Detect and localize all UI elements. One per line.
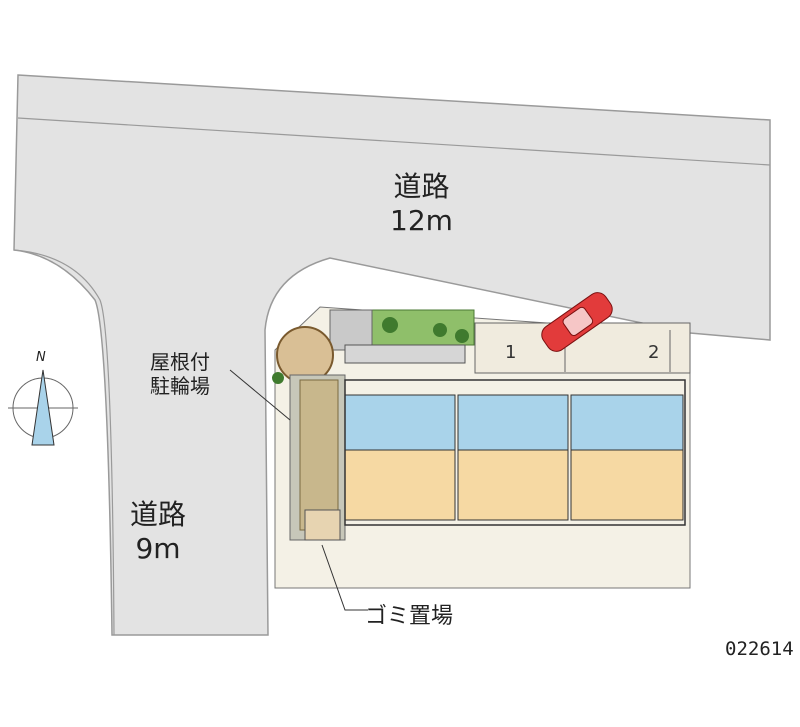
unit-1 [344,394,456,521]
green-strip [299,379,339,531]
main-road-label: 道路 12m [390,170,453,238]
parking-space-1: 1 [505,342,517,363]
bicycle-parking-line1: 屋根付 [150,350,210,374]
bicycle-parking-line2: 駐輪場 [150,374,210,398]
unit-2 [457,394,569,521]
leader-line [229,369,291,421]
shrub [382,317,398,333]
stairs [344,344,466,364]
shrub [272,372,284,384]
property-code: 022614 [725,638,794,660]
road-centerline [17,117,771,166]
building-outline [344,379,686,526]
road-edge [13,249,115,636]
tiled-walkway [329,309,373,351]
compass-north-label: N [36,350,46,365]
leader-line [321,544,368,611]
shrub [433,323,447,337]
side-road-label: 道路 9m [130,498,186,566]
main-road-name: 道路 [393,170,450,203]
parking-space-2: 2 [648,342,660,363]
side-road-name: 道路 [130,498,187,531]
road-area [13,74,771,636]
garbage-area [304,509,341,541]
compass-icon [8,369,78,446]
car-icon [541,292,613,352]
shrub [455,329,469,343]
garbage-label: ゴミ置場 [365,604,454,629]
bicycle-parking-label: 屋根付 駐輪場 [150,350,210,398]
unit-3 [570,394,684,521]
side-road-width: 9m [135,532,181,565]
main-road-width: 12m [390,204,453,237]
